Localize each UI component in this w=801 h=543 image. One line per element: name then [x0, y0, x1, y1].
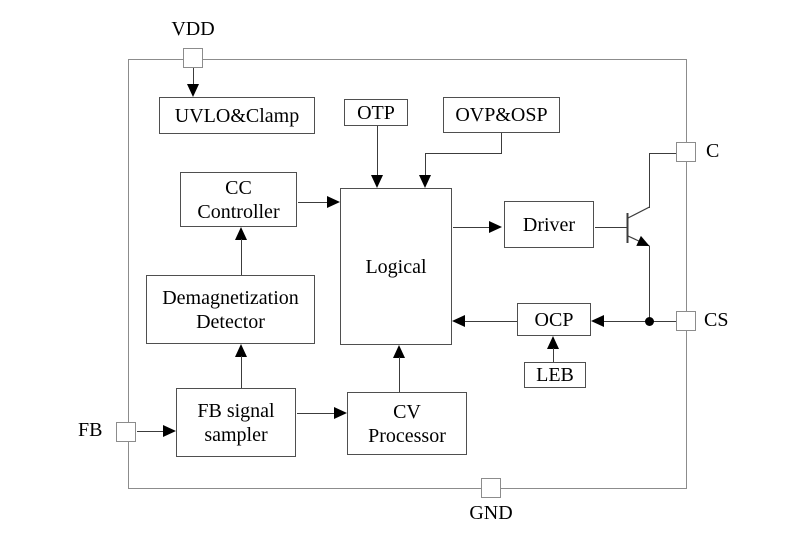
wire-ocp-to-logical: [464, 321, 517, 322]
block-leb-label: LEB: [536, 364, 574, 386]
pin-vdd: [183, 48, 203, 68]
arrowhead-fbsampler-to-cv: [334, 407, 347, 419]
wire-cc-to-logical: [298, 202, 329, 203]
block-driver-label: Driver: [522, 213, 576, 236]
wire-logical-to-driver: [453, 227, 491, 228]
wire-ovp-down: [501, 133, 502, 154]
wire-emitter-down: [649, 246, 650, 322]
wire-ovp-across: [425, 153, 502, 154]
wire-vdd-to-uvlo: [193, 68, 194, 85]
block-otp-label: OTP: [357, 101, 395, 124]
wire-fbpin-to-fbsampler: [137, 431, 165, 432]
block-uvlo-clamp: UVLO&Clamp: [159, 97, 315, 134]
block-cc-controller-line1: CC: [225, 176, 252, 199]
arrowhead-ocp-to-logical: [452, 315, 465, 327]
arrowhead-vdd-to-uvlo: [187, 84, 199, 97]
wire-demag-to-cc: [241, 239, 242, 275]
block-cc-controller: CC Controller: [180, 172, 297, 227]
arrowhead-fbsampler-to-demag: [235, 344, 247, 357]
wire-cv-to-logical: [399, 357, 400, 392]
block-demagnetization-detector: Demagnetization Detector: [146, 275, 315, 344]
arrowhead-logical-to-driver: [489, 221, 502, 233]
arrowhead-leb-to-ocp: [547, 336, 559, 349]
wire-otp-to-logical: [377, 126, 378, 176]
block-leb: LEB: [524, 362, 586, 388]
block-cc-controller-line2: Controller: [197, 200, 280, 223]
arrowhead-demag-to-cc: [235, 227, 247, 240]
arrowhead-cspin-to-ocp: [591, 315, 604, 327]
pin-c: [676, 142, 696, 162]
block-fb-signal-sampler-line2: sampler: [204, 423, 268, 446]
arrowhead-ovp-to-logical: [419, 175, 431, 188]
chip-boundary: [128, 59, 687, 489]
block-logical-label: Logical: [365, 255, 427, 278]
block-cv-processor-line1: CV: [393, 400, 421, 423]
transistor-emitter-arrowhead: [636, 235, 650, 246]
block-ovp-osp-label: OVP&OSP: [455, 104, 548, 126]
arrowhead-fbpin-to-fbsampler: [163, 425, 176, 437]
block-uvlo-clamp-label: UVLO&Clamp: [174, 104, 300, 127]
block-cv-processor: CV Processor: [347, 392, 467, 455]
block-ocp-label: OCP: [534, 308, 574, 331]
arrowhead-otp-to-logical: [371, 175, 383, 188]
block-otp: OTP: [344, 99, 408, 126]
arrowhead-cv-to-logical: [393, 345, 405, 358]
block-demagnetization-detector-line1: Demagnetization: [162, 286, 299, 309]
block-logical: Logical: [340, 188, 452, 345]
pin-label-c: C: [706, 140, 720, 162]
block-ovp-osp: OVP&OSP: [443, 97, 560, 133]
pin-gnd: [481, 478, 501, 498]
npn-transistor-symbol: [626, 206, 650, 247]
block-fb-signal-sampler: FB signal sampler: [176, 388, 296, 457]
wire-collector-to-cpin: [649, 153, 676, 154]
wire-fbsampler-to-cv: [297, 413, 335, 414]
junction-dot: [645, 317, 654, 326]
arrowhead-cc-to-logical: [327, 196, 340, 208]
wire-driver-to-base: [595, 227, 627, 228]
pin-fb: [116, 422, 136, 442]
wire-leb-to-ocp: [553, 348, 554, 362]
block-driver: Driver: [504, 201, 594, 248]
block-demagnetization-detector-line2: Detector: [196, 310, 265, 333]
pin-label-vdd: VDD: [171, 18, 215, 40]
pin-label-fb: FB: [78, 419, 103, 441]
wire-cspin-to-ocp: [602, 321, 676, 322]
transistor-collector: [627, 206, 650, 219]
block-cv-processor-line2: Processor: [368, 424, 446, 447]
block-ocp: OCP: [517, 303, 591, 336]
pin-label-gnd: GND: [469, 502, 513, 524]
block-fb-signal-sampler-line1: FB signal: [197, 399, 275, 422]
pin-cs: [676, 311, 696, 331]
wire-ovp-to-logical: [425, 153, 426, 176]
wire-fbsampler-to-demag: [241, 356, 242, 388]
pin-label-cs: CS: [704, 309, 729, 331]
wire-collector-up: [649, 153, 650, 208]
